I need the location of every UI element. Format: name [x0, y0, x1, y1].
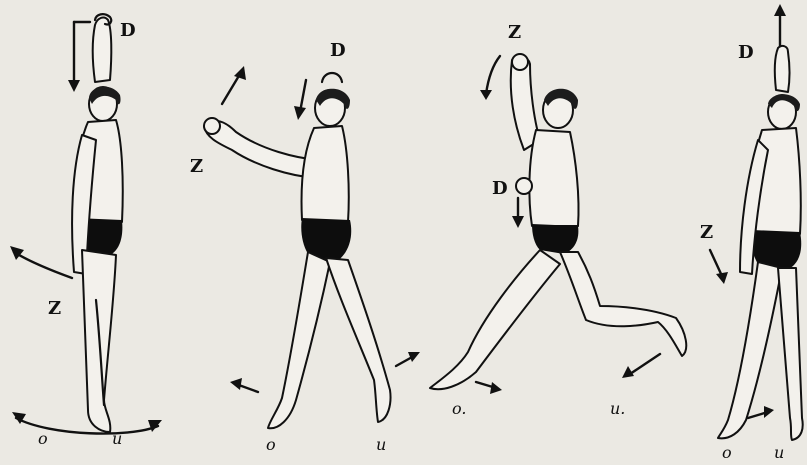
figure-4-z-arrow	[710, 250, 722, 276]
figure-4: D Z o u	[700, 4, 803, 462]
figure-3: Z D o. u.	[430, 22, 686, 418]
figure-3-label-upper: Z	[508, 22, 521, 43]
figure-4-legs	[718, 262, 782, 438]
figure-2-front-leg	[326, 258, 391, 422]
figure-3-right-foot-arrow	[630, 354, 660, 374]
figure-3-label-foot-left: o.	[452, 399, 466, 418]
figure-1-label-upper: D	[120, 20, 136, 41]
figure-2-torso	[302, 126, 349, 222]
figure-2-label-foot-right: u	[376, 435, 386, 454]
figure-4-raised-hands	[775, 46, 790, 92]
figure-3-chest-hand	[516, 178, 532, 194]
figure-2-overhead-mark	[322, 73, 342, 82]
figure-1-down-arrowhead	[68, 80, 80, 92]
figure-3-label-foot-right: u.	[610, 399, 625, 418]
figure-3-hands	[512, 54, 528, 70]
figure-2-label-foot-left: o	[266, 435, 276, 454]
figure-3-trunks	[532, 224, 578, 254]
figure-2-arms	[204, 121, 318, 178]
figure-3-torso	[529, 130, 578, 226]
figure-1-label-foot-right: u	[112, 429, 122, 448]
figure-3-back-leg	[560, 252, 686, 356]
figure-4-label-foot-left: o	[722, 443, 732, 462]
figure-1-raised-hands	[93, 18, 112, 82]
figure-1-label-foot-left: o	[38, 429, 48, 448]
figure-4-label-foot-right: u	[774, 443, 784, 462]
figure-3-front-leg	[430, 250, 560, 389]
figure-2-up-arrow	[222, 74, 240, 104]
figure-3-curved-arrow	[486, 56, 500, 94]
figure-4-label-upper: D	[738, 42, 754, 63]
figure-2-hand	[204, 118, 220, 134]
figure-4-label-lower: Z	[700, 222, 713, 243]
figure-1-swing-arrow	[14, 252, 72, 278]
figure-2: D Z o u	[190, 40, 420, 454]
figure-2-label-lower: Z	[190, 156, 203, 177]
figure-3-label-lower: D	[492, 178, 508, 199]
figure-1-label-lower: Z	[48, 298, 61, 319]
figure-2-label-upper: D	[330, 40, 346, 61]
figure-2-back-leg	[268, 252, 330, 428]
figure-1: D Z o u	[10, 14, 162, 448]
